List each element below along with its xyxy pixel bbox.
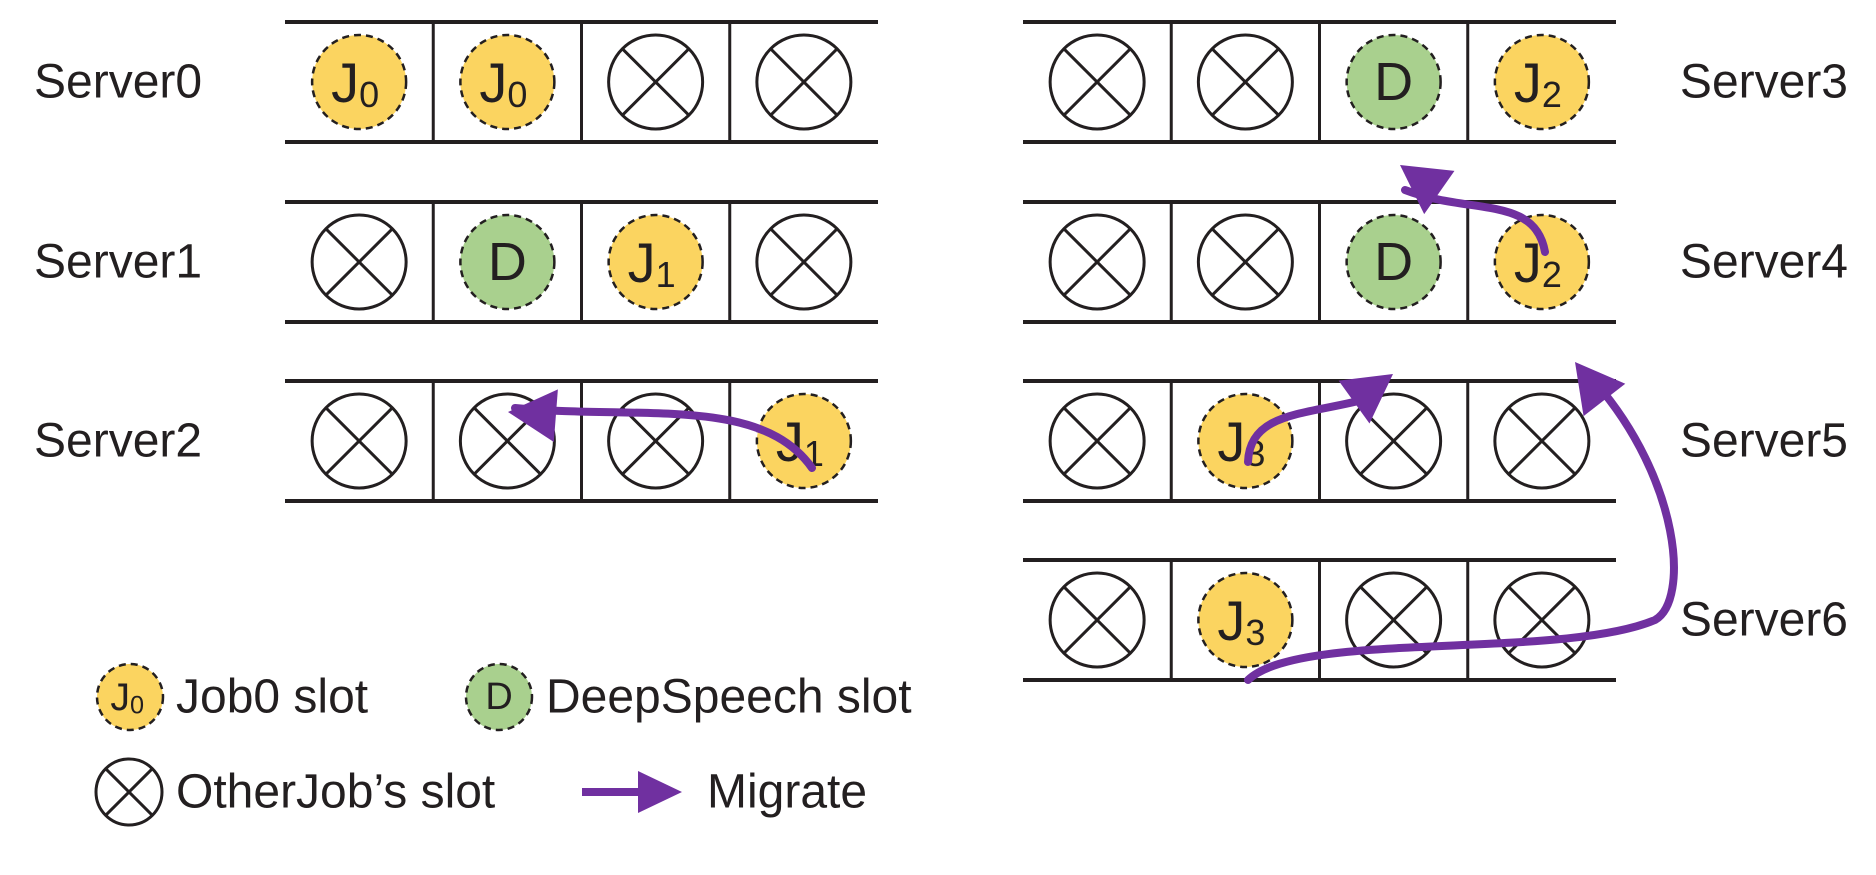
- job-slot-label: J2: [1514, 51, 1562, 115]
- server-row-6: Server6 J3: [1023, 558, 1848, 682]
- migrate-arrowhead: [638, 771, 682, 813]
- migrate-arrowhead: [1400, 165, 1455, 215]
- legend-job-label: Job0 slot: [176, 671, 368, 724]
- migrate-arrow-path: [1244, 394, 1374, 466]
- job-slot-circle: [1493, 33, 1591, 131]
- other-job-slot-icon: [1048, 33, 1146, 131]
- migrate-arrow-2: [1244, 374, 1393, 466]
- other-job-slot-icon: [1196, 213, 1294, 311]
- legend-migrate-arrow: [582, 771, 682, 813]
- job-slot: J0: [310, 33, 408, 131]
- job-slot: J1: [607, 213, 704, 311]
- deepspeech-slot-label: D: [488, 232, 527, 292]
- other-job-slot-icon: [607, 392, 705, 490]
- other-job-slot-icon: [310, 392, 408, 490]
- job-slot-circle: [755, 392, 853, 490]
- deepspeech-slot: D: [459, 213, 556, 311]
- other-job-slot-icon: [607, 33, 705, 131]
- server-label: Server4: [1680, 236, 1848, 289]
- other-job-slot-icon: [1493, 571, 1591, 669]
- legend-migrate-label: Migrate: [707, 766, 867, 819]
- deepspeech-slot: D: [1345, 213, 1442, 311]
- server-label: Server1: [34, 236, 202, 289]
- migrate-arrowhead: [1575, 362, 1626, 417]
- other-job-slot-icon: [755, 33, 853, 131]
- job-slot: J0: [459, 33, 556, 131]
- job-slot-circle: [310, 33, 408, 131]
- other-job-slot-icon: [94, 757, 164, 827]
- server-row-5: Server5 J3: [1023, 379, 1848, 503]
- other-job-slot-icon: [1048, 571, 1146, 669]
- job-slot-label: J3: [1217, 589, 1265, 653]
- job-slot-label: J0: [110, 675, 144, 719]
- server-row-4: Server4 D J2: [1023, 200, 1848, 324]
- migrate-arrowhead: [1338, 374, 1393, 424]
- migrate-arrow-path: [1244, 378, 1678, 684]
- job-slot-circle: [1197, 571, 1294, 669]
- deepspeech-slot-circle: [1345, 33, 1442, 131]
- job-slot: J2: [1493, 33, 1591, 131]
- migrate-arrow-path: [511, 404, 816, 472]
- job-slot-label: J0: [331, 51, 379, 115]
- migrate-arrowhead: [508, 389, 558, 443]
- server-label: Server6: [1680, 594, 1848, 647]
- server-label: Server3: [1680, 56, 1848, 109]
- other-job-slot-icon: [755, 213, 853, 311]
- job-slot-label: J0: [479, 51, 527, 115]
- job-slot-circle: [95, 662, 165, 732]
- other-job-slot-icon: [1493, 392, 1591, 490]
- migrate-arrow-0: [508, 389, 816, 472]
- server-row-0: Server0 J0 J0: [34, 20, 878, 144]
- deepspeech-slot-label: D: [1374, 52, 1413, 112]
- other-job-slot-icon: [1048, 213, 1146, 311]
- server-label: Server0: [34, 56, 202, 109]
- other-job-slot-icon: [1196, 33, 1294, 131]
- legend-other-label: OtherJob’s slot: [176, 766, 495, 819]
- deepspeech-slot-label: D: [485, 676, 512, 718]
- job-slot: J3: [1197, 392, 1294, 490]
- migrate-arrow-3: [1244, 362, 1678, 684]
- server-label: Server5: [1680, 415, 1848, 468]
- job-slot-circle: [1197, 392, 1294, 490]
- job-slot: J2: [1493, 213, 1591, 311]
- deepspeech-slot-circle: [459, 213, 556, 311]
- deepspeech-slot-circle: [1345, 213, 1442, 311]
- server-row-3: Server3 D J2: [1023, 20, 1848, 144]
- job-slot-circle: [459, 33, 556, 131]
- server-label: Server2: [34, 415, 202, 468]
- other-job-slot-icon: [1048, 392, 1146, 490]
- job-slot-circle: [1493, 213, 1591, 311]
- deepspeech-slot: D: [464, 662, 534, 732]
- server-row-1: Server1 D J1: [34, 200, 878, 324]
- job-slot-label: J2: [1514, 231, 1562, 295]
- other-job-slot-icon: [310, 213, 408, 311]
- deepspeech-slot-circle: [464, 662, 534, 732]
- server-row-2: Server2 J1: [34, 379, 878, 503]
- job-slot-label: J1: [628, 231, 676, 295]
- legend-deepspeech-label: DeepSpeech slot: [546, 671, 912, 724]
- job-slot: J3: [1197, 571, 1294, 669]
- deepspeech-slot-label: D: [1374, 232, 1413, 292]
- migrate-arrow-1: [1400, 165, 1549, 256]
- job-slot-circle: [607, 213, 704, 311]
- job-slot: J0: [95, 662, 165, 732]
- job-slot: J1: [755, 392, 853, 490]
- deepspeech-slot: D: [1345, 33, 1442, 131]
